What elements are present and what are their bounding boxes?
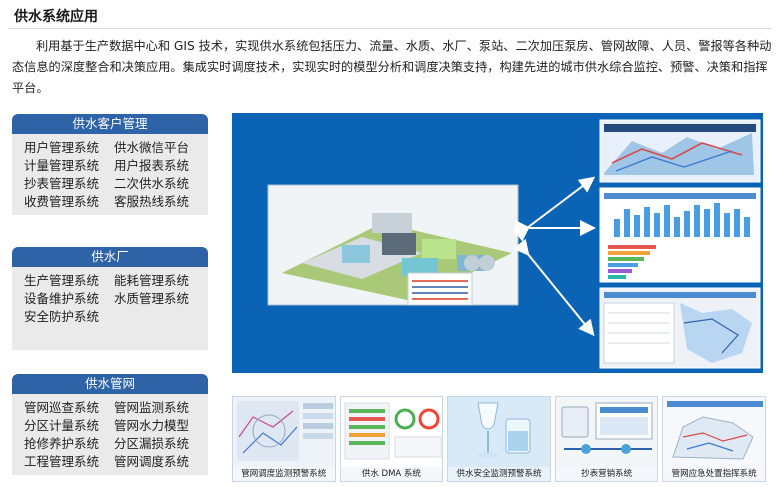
system-item[interactable]: 计量管理系统: [24, 158, 100, 173]
system-item[interactable]: 用户管理系统: [24, 140, 100, 155]
dashboard-panel-image[interactable]: [599, 187, 761, 283]
system-item[interactable]: 管网监测系统: [114, 400, 190, 415]
thumbnail-caption: 管网调度监测预警系统: [241, 469, 327, 479]
intro-paragraph: 利用基于生产数据中心和 GIS 技术，实现供水系统包括压力、流量、水质、水厂、泵…: [12, 39, 772, 95]
group-body: 生产管理系统能耗管理系统 设备维护系统水质管理系统 安全防护系统: [12, 267, 208, 350]
system-item[interactable]: 用户报表系统: [114, 158, 190, 173]
system-item[interactable]: 抢修养护系统: [24, 436, 100, 451]
arrow-link: [512, 176, 596, 242]
thumbnail-caption: 抄表营销系统: [581, 469, 633, 479]
system-diagram: [232, 113, 763, 373]
system-item[interactable]: 设备维护系统: [24, 291, 100, 306]
thumbnail-card[interactable]: 管网调度监测预警系统: [232, 396, 336, 482]
system-item[interactable]: 生产管理系统: [24, 273, 100, 288]
thumbnail-card[interactable]: 管网应急处置指挥系统: [662, 396, 766, 482]
thumbnail-caption: 供水 DMA 系统: [361, 469, 421, 479]
group-plant: 供水厂 生产管理系统能耗管理系统 设备维护系统水质管理系统 安全防护系统: [12, 247, 208, 350]
system-thumbnails: 管网调度监测预警系统 供水 DMA 系统 供水安全监测预警系统: [232, 396, 766, 482]
group-title: 供水厂: [12, 247, 208, 267]
group-body: 用户管理系统供水微信平台 计量管理系统用户报表系统 抄表管理系统二次供水系统 收…: [12, 134, 208, 215]
system-item[interactable]: 收费管理系统: [24, 194, 100, 209]
system-item[interactable]: 水质管理系统: [114, 291, 190, 306]
system-item[interactable]: 管网调度系统: [114, 454, 190, 469]
system-item[interactable]: 供水微信平台: [114, 140, 190, 155]
system-item[interactable]: 管网巡查系统: [24, 400, 100, 415]
system-item[interactable]: 客服热线系统: [114, 194, 190, 209]
thumbnail-caption: 供水安全监测预警系统: [456, 469, 542, 479]
group-customer: 供水客户管理 用户管理系统供水微信平台 计量管理系统用户报表系统 抄表管理系统二…: [12, 114, 208, 215]
thumbnail-card[interactable]: 抄表营销系统: [554, 396, 659, 482]
thumbnail-caption: 管网应急处置指挥系统: [671, 469, 757, 479]
system-item[interactable]: 分区计量系统: [24, 418, 100, 433]
group-title: 供水管网: [12, 374, 208, 394]
system-item[interactable]: 能耗管理系统: [114, 273, 190, 288]
system-item[interactable]: 二次供水系统: [114, 176, 190, 191]
system-item[interactable]: 抄表管理系统: [24, 176, 100, 191]
page-title: 供水系统应用: [14, 9, 98, 25]
map-panel-image[interactable]: [599, 119, 761, 183]
system-item[interactable]: 分区漏损系统: [114, 436, 190, 451]
thumbnail-card[interactable]: 供水安全监测预警系统: [447, 396, 551, 482]
system-item[interactable]: 管网水力模型: [114, 418, 190, 433]
thumbnail-card[interactable]: 供水 DMA 系统: [339, 396, 444, 482]
arrow-link: [513, 238, 595, 337]
group-body: 管网巡查系统管网监测系统 分区计量系统管网水力模型 抢修养护系统分区漏损系统 工…: [12, 394, 208, 475]
system-item[interactable]: 工程管理系统: [24, 454, 100, 469]
group-title: 供水客户管理: [12, 114, 208, 134]
group-network: 供水管网 管网巡查系统管网监测系统 分区计量系统管网水力模型 抢修养护系统分区漏…: [12, 374, 208, 475]
plant-scene-image: [267, 184, 519, 306]
network-map-panel-image[interactable]: [599, 287, 761, 369]
title-divider: [8, 28, 771, 29]
system-item[interactable]: 安全防护系统: [24, 309, 100, 324]
